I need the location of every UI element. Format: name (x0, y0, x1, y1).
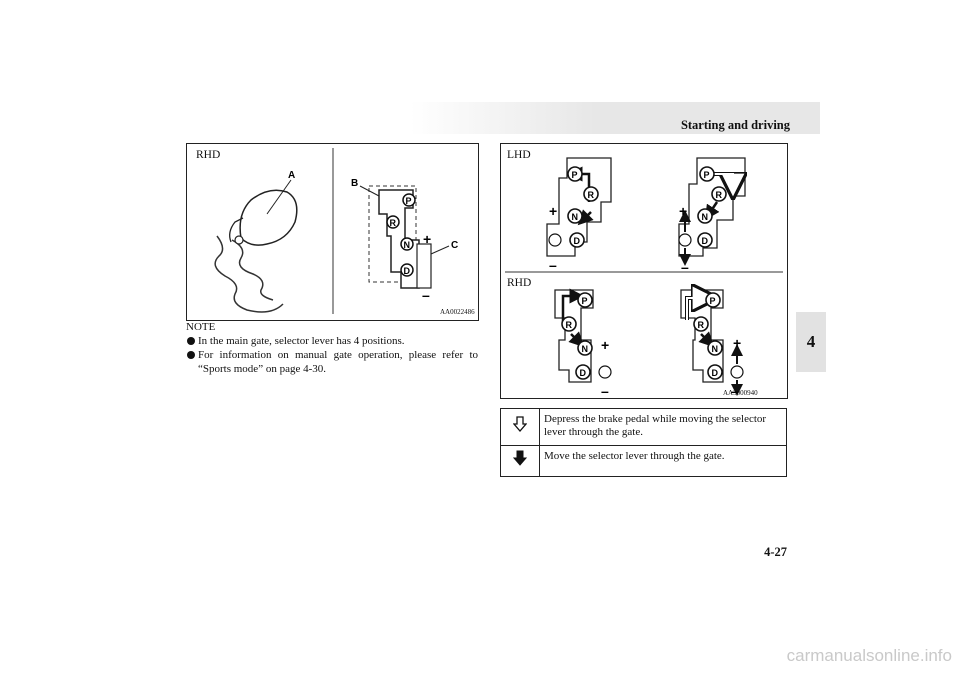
table-row: Depress the brake pedal while moving the… (500, 408, 787, 446)
shift-gate-diagram: P R N D + – P R N D + – P R N D + – (505, 157, 783, 398)
figure-shift-lever: RHD AA0022486 A B C P R N D + – (186, 143, 479, 321)
gate-letter-n: N (702, 212, 709, 222)
figure-label-rhd: RHD (507, 277, 532, 289)
gate-letter-p: P (572, 170, 578, 180)
header-band (410, 102, 820, 134)
plus-sign: + (679, 203, 687, 219)
gate-letter-n: N (572, 212, 579, 222)
legend-text: Depress the brake pedal while moving the… (539, 408, 787, 446)
shift-lever-illustration: A B C P R N D + – (214, 148, 458, 314)
gate-letter-d: D (580, 368, 587, 378)
table-row: Move the selector lever through the gate… (500, 445, 787, 477)
legend-icon-cell (500, 445, 540, 477)
minus-sign: – (731, 383, 739, 398)
gate-letter-r: R (588, 190, 595, 200)
legend-text: Move the selector lever through the gate… (539, 445, 787, 477)
gate-letter-p: P (704, 170, 710, 180)
minus-sign: – (681, 259, 689, 275)
plus-sign: + (423, 231, 431, 247)
legend-icon-cell (500, 408, 540, 446)
gate-letter-p: P (710, 296, 716, 306)
page-number: 4-27 (764, 545, 787, 559)
solid-down-arrow-icon (512, 450, 528, 466)
minus-sign: – (422, 287, 430, 303)
callout-a: A (288, 170, 295, 181)
gate-letter-d: D (404, 266, 411, 276)
gate-letter-d: D (574, 236, 581, 246)
gate-letter-n: N (404, 240, 411, 250)
header-title: Starting and driving (680, 118, 790, 132)
gate-letter-n: N (712, 344, 719, 354)
plus-sign: + (549, 203, 557, 219)
gate-letter-d: D (712, 368, 719, 378)
callout-c: C (451, 240, 458, 251)
minus-sign: – (601, 383, 609, 398)
figure-label-rhd: RHD (196, 149, 221, 161)
note: NOTE In the main gate, selector lever ha… (186, 320, 478, 376)
gate-letter-p: P (406, 196, 412, 206)
gate-letter-r: R (698, 320, 705, 330)
figure-code: AA0022486 (440, 308, 475, 316)
gate-letter-n: N (582, 344, 589, 354)
note-item: For information on manual gate operation… (186, 348, 478, 376)
gate-letter-r: R (566, 320, 573, 330)
minus-sign: – (549, 257, 557, 273)
figure-shift-gates: LHD RHD AA3000940 P R N D + – P R N D (500, 143, 788, 399)
hollow-down-arrow-icon (512, 416, 528, 432)
plus-sign: + (733, 335, 741, 351)
plus-sign: + (601, 337, 609, 353)
figure-label-lhd: LHD (507, 149, 531, 161)
gate-letter-r: R (716, 190, 723, 200)
gate-letter-p: P (582, 296, 588, 306)
callout-b: B (351, 178, 358, 189)
note-item: In the main gate, selector lever has 4 p… (186, 334, 478, 348)
note-heading: NOTE (186, 321, 216, 333)
gate-letter-r: R (390, 218, 397, 228)
watermark[interactable]: carmanualsonline.info (786, 646, 952, 665)
gate-letter-d: D (702, 236, 709, 246)
chapter-tab[interactable]: 4 (796, 312, 826, 372)
legend-table: Depress the brake pedal while moving the… (500, 408, 787, 477)
